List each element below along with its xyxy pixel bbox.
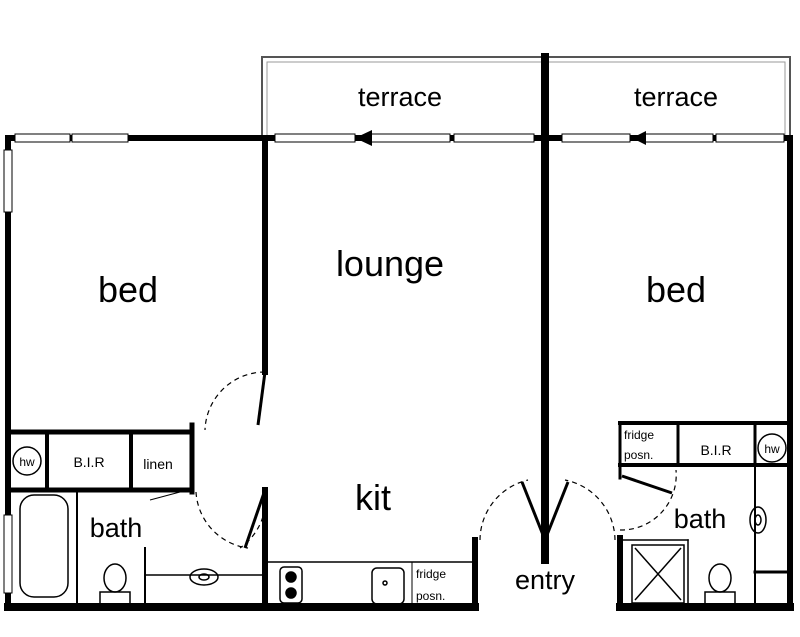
bir-left-label: B.I.R	[73, 454, 104, 470]
bed-left-label: bed	[98, 269, 158, 310]
bir-right-label: B.I.R	[700, 442, 731, 458]
shower-icon	[631, 544, 685, 604]
sliding-arrow-icon	[632, 131, 646, 145]
terrace-left-label: terrace	[358, 82, 442, 112]
toilet-icon	[99, 563, 131, 605]
bath-left-label: bath	[90, 513, 143, 543]
sink-icon	[371, 567, 405, 605]
bath-right-label: bath	[674, 504, 727, 534]
hot-water-icon	[757, 433, 787, 463]
lounge-label: lounge	[336, 243, 444, 284]
fridge-kit-label: fridge	[416, 567, 446, 581]
doors[interactable]	[149, 371, 677, 549]
hw-left-label: hw	[19, 455, 35, 469]
linen-label: linen	[143, 456, 173, 472]
hw-right-label: hw	[764, 442, 780, 456]
fridge-right-posn-label: posn.	[624, 448, 653, 462]
entry-label: entry	[515, 565, 576, 595]
terrace-right-label: terrace	[634, 82, 718, 112]
fixtures	[12, 433, 787, 605]
sliding-arrow-icon	[355, 130, 372, 146]
hot-water-icon	[12, 446, 42, 476]
fridge-right-label: fridge	[624, 428, 654, 442]
windows	[3, 133, 785, 594]
basin-icon	[749, 506, 767, 534]
kit-label: kit	[355, 477, 391, 518]
bed-right-label: bed	[646, 269, 706, 310]
basin-icon	[189, 568, 219, 586]
toilet-icon	[704, 563, 736, 605]
fridge-kit-posn-label: posn.	[416, 589, 445, 603]
bathtub-icon	[19, 494, 69, 598]
cooktop-icon	[279, 566, 303, 604]
